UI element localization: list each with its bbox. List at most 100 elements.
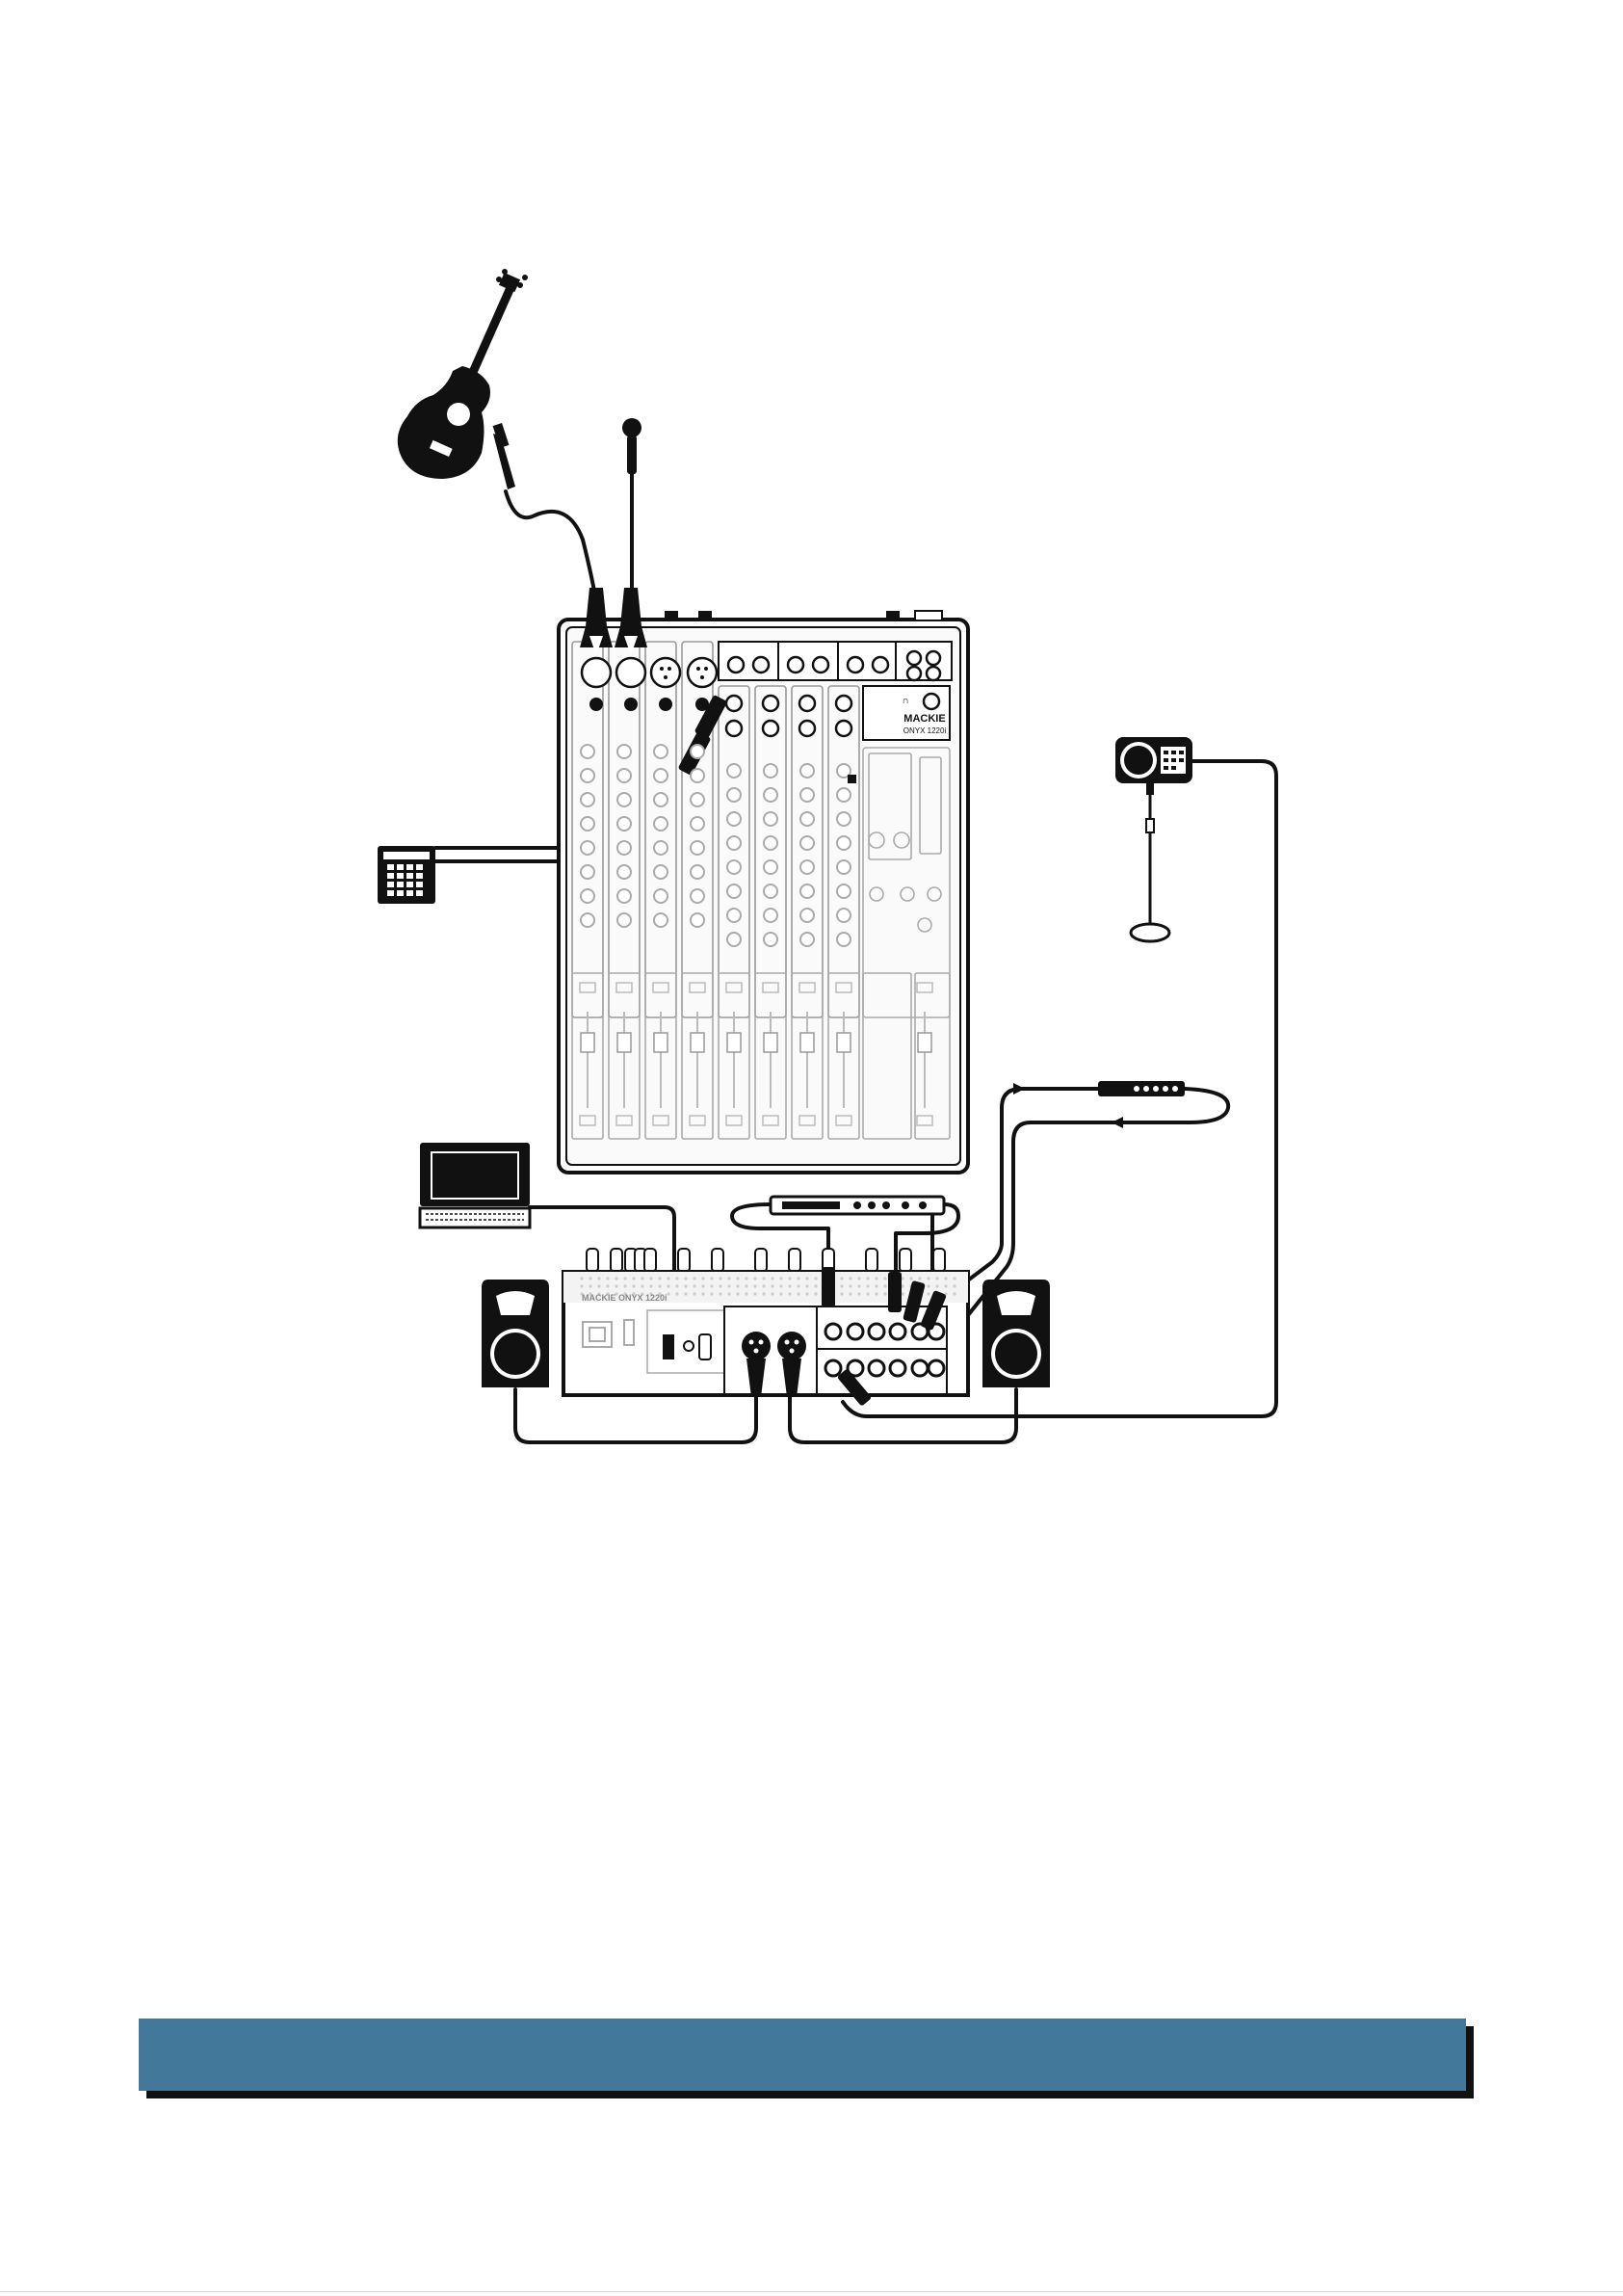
vent-dot — [580, 1277, 583, 1280]
vent-dot — [779, 1284, 782, 1287]
channel-knob — [654, 865, 668, 879]
rear-knob — [644, 1249, 656, 1272]
drum-pad — [397, 882, 404, 887]
vent-dot — [658, 1284, 661, 1287]
vent-dot — [866, 1277, 869, 1280]
channel-knob — [727, 812, 741, 826]
drum-machine-icon — [378, 846, 435, 904]
vent-dot — [953, 1277, 955, 1280]
vent-dot — [736, 1292, 739, 1295]
vent-dot — [779, 1292, 782, 1295]
channel-knob — [764, 764, 777, 778]
vent-dot — [719, 1277, 721, 1280]
channel-knob — [837, 788, 851, 802]
vent-dot — [849, 1284, 851, 1287]
vent-dot — [779, 1277, 782, 1280]
stage-monitor-icon — [1115, 737, 1192, 941]
fader-cap — [918, 1033, 931, 1052]
vent-dot — [814, 1277, 817, 1280]
vent-dot — [927, 1292, 929, 1295]
vent-dot — [935, 1277, 938, 1280]
drum-pad — [387, 864, 394, 870]
channel-knob — [581, 889, 594, 903]
channel-knob — [581, 841, 594, 855]
vent-dot — [632, 1284, 635, 1287]
vent-dot — [927, 1284, 929, 1287]
vent-dot — [597, 1277, 600, 1280]
drum-pad — [406, 882, 413, 887]
vent-dot — [727, 1292, 730, 1295]
drum-pad — [397, 890, 404, 896]
vent-dot — [589, 1284, 591, 1287]
usb-port — [663, 1334, 674, 1359]
vent-dot — [701, 1277, 704, 1280]
vent-dot — [935, 1284, 938, 1287]
right-main-speaker-icon — [982, 1280, 1050, 1387]
channel-knob — [654, 745, 668, 758]
vent-dot — [753, 1284, 756, 1287]
vent-dot — [805, 1284, 808, 1287]
channel-knob — [581, 769, 594, 782]
vent-dot — [606, 1284, 609, 1287]
vent-dot — [675, 1284, 678, 1287]
vent-dot — [771, 1292, 773, 1295]
vent-dot — [693, 1277, 695, 1280]
vent-dot — [857, 1277, 860, 1280]
channel-knob — [764, 788, 777, 802]
vent-dot — [684, 1284, 687, 1287]
vent-dot — [944, 1277, 947, 1280]
eq-cable-1 — [954, 1089, 1098, 1291]
vent-dot — [944, 1284, 947, 1287]
channel-knob — [837, 933, 851, 946]
channel-knob — [581, 817, 594, 831]
laptop-icon — [420, 1143, 530, 1227]
channel-knob — [654, 817, 668, 831]
vent-dot — [857, 1292, 860, 1295]
acoustic-guitar-icon — [398, 269, 528, 489]
rear-knob — [712, 1249, 723, 1272]
vent-dot — [805, 1277, 808, 1280]
vent-dot — [762, 1292, 765, 1295]
channel-knob — [617, 865, 631, 879]
vent-dot — [675, 1292, 678, 1295]
vent-dot — [701, 1292, 704, 1295]
channel-knob — [581, 913, 594, 927]
drum-pad — [416, 890, 423, 896]
aux-return-section — [719, 642, 952, 680]
microphone-icon — [622, 418, 641, 474]
rear-knob — [755, 1249, 767, 1272]
channel-knob — [654, 913, 668, 927]
channel-knob — [764, 909, 777, 922]
drum-pad — [387, 873, 394, 879]
channel-knob — [691, 769, 704, 782]
fader-cap — [764, 1033, 777, 1052]
vent-dot — [875, 1277, 877, 1280]
vent-dot — [814, 1284, 817, 1287]
channel-knob — [654, 841, 668, 855]
vent-dot — [805, 1292, 808, 1295]
fader-cap — [727, 1033, 741, 1052]
mixer-brand-label: MACKIE — [903, 713, 945, 725]
rear-knob — [611, 1249, 622, 1272]
drum-pad — [406, 864, 413, 870]
left-speaker-cable — [515, 1389, 756, 1442]
vent-dot — [589, 1277, 591, 1280]
vent-dot — [580, 1284, 583, 1287]
channel-knob — [764, 860, 777, 874]
channel-knob — [617, 817, 631, 831]
channel-knob — [617, 769, 631, 782]
master-indicator — [848, 775, 856, 783]
channel-knob — [764, 836, 777, 850]
rear-knob — [866, 1249, 877, 1272]
channel-knob — [764, 933, 777, 946]
vent-dot — [701, 1284, 704, 1287]
vent-dot — [632, 1277, 635, 1280]
channel-knob — [837, 812, 851, 826]
vent-dot — [927, 1277, 929, 1280]
drum-pad — [397, 873, 404, 879]
rear-brand-label: MACKIE ONYX 1220i — [582, 1293, 668, 1303]
vent-dot — [649, 1284, 652, 1287]
channel-knob — [617, 745, 631, 758]
drum-pad — [416, 873, 423, 879]
